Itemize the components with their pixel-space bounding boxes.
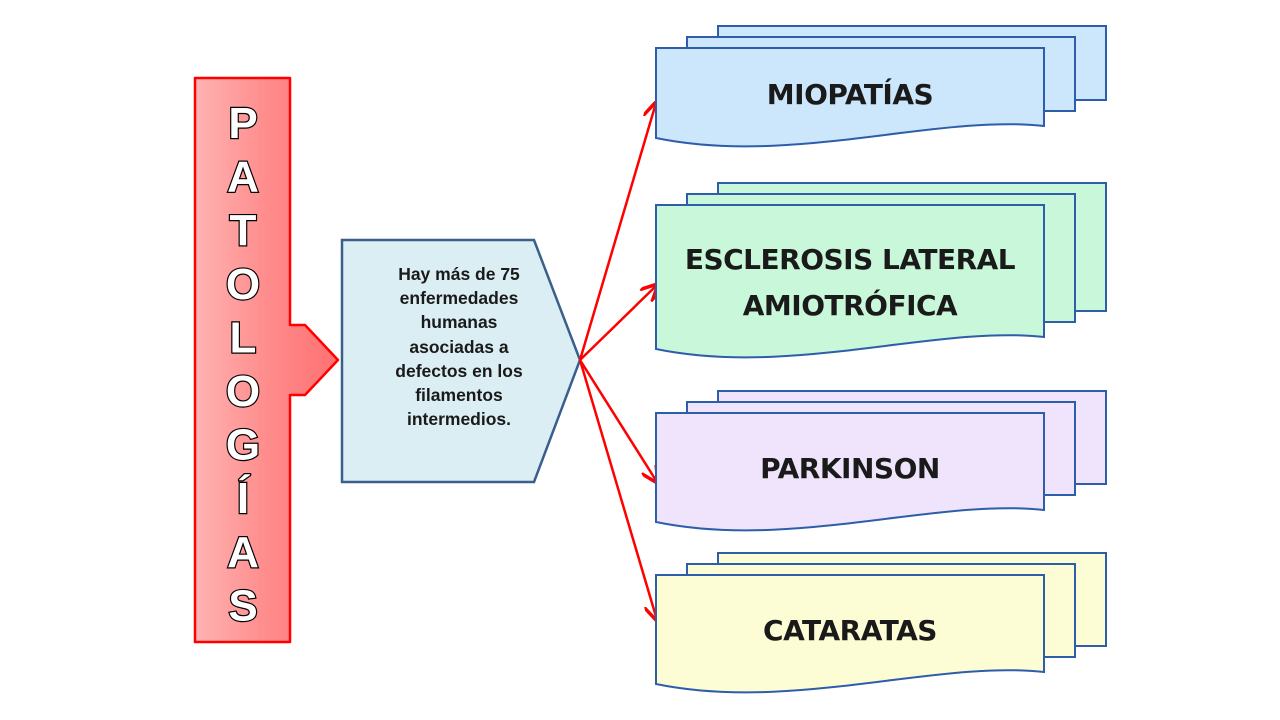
front-sheet (655, 574, 1045, 694)
label-ela: ESCLEROSIS LATERAL AMIOTRÓFICA (684, 243, 1016, 322)
label-parkinson: PARKINSON (760, 452, 940, 485)
target-box-stack (655, 552, 1107, 694)
center-line: asociadas a (409, 336, 509, 357)
label-miopatias: MIOPATÍAS (766, 78, 934, 111)
title-letter: G (226, 421, 260, 470)
center-line: enfermedades (399, 288, 519, 309)
title-letter: T (230, 206, 257, 255)
front-sheet (655, 47, 1045, 148)
title-letter: O (226, 367, 260, 416)
center-line: filamentos (415, 385, 503, 406)
center-line: Hay más de 75 (398, 264, 520, 284)
title-letter: P (228, 99, 257, 148)
title-bar-shape (193, 76, 340, 644)
arrow-to-cataratas (578, 359, 657, 620)
title-letter: L (230, 313, 257, 362)
title-letter: A (227, 153, 259, 202)
title-letter: Í (237, 473, 251, 523)
label-cataratas: CATARATAS (763, 614, 937, 647)
title-letter: O (226, 260, 260, 309)
arrow-to-parkinson (578, 359, 657, 482)
arrow-to-ela (579, 285, 657, 361)
center-box-text: Hay más de 75 enfermedades humanas asoci… (354, 262, 564, 431)
front-sheet (655, 204, 1045, 359)
title-letter: S (228, 581, 257, 630)
center-line: intermedios. (406, 409, 512, 430)
front-sheet (655, 412, 1045, 532)
arrow-to-miopatias (578, 103, 656, 361)
center-line: defectos en los (395, 360, 523, 381)
target-boxes (655, 25, 1107, 694)
target-box-stack (655, 182, 1107, 359)
title-letter: A (227, 528, 259, 577)
center-box-shape (340, 238, 582, 484)
target-box-stack (655, 390, 1107, 532)
center-line: humanas (420, 312, 498, 333)
target-box-stack (655, 25, 1107, 148)
arrows (578, 103, 657, 620)
